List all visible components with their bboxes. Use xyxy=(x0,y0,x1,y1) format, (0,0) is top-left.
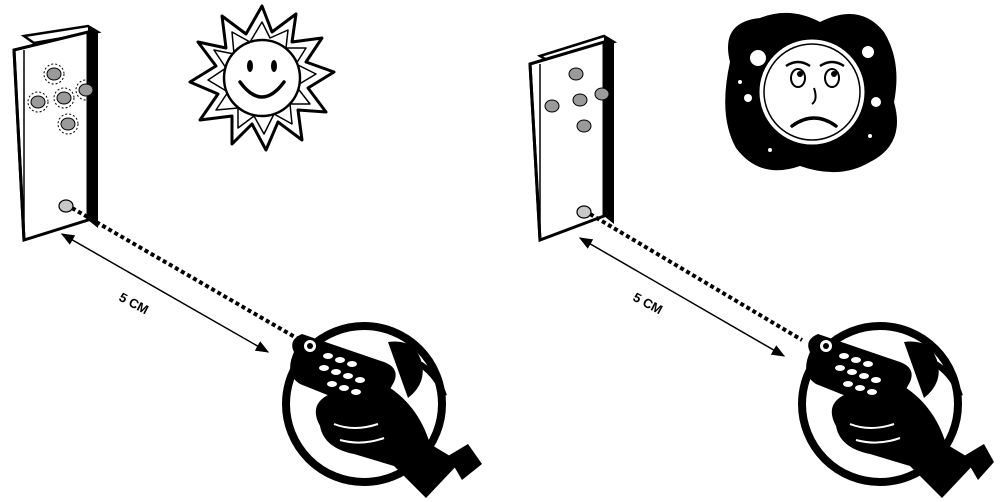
hand-icon xyxy=(282,322,482,498)
left-scene: 5 CM xyxy=(12,4,482,498)
led-cluster-left-lit xyxy=(27,63,97,213)
distance-label-left: 5 CM xyxy=(117,289,151,317)
right-scene: 5 CM xyxy=(528,12,994,498)
remote-hand-left xyxy=(282,322,482,498)
led-off xyxy=(544,99,560,113)
hand-icon xyxy=(798,322,994,498)
led-off xyxy=(568,67,584,81)
distance-arrow-left xyxy=(60,233,270,353)
led-lit xyxy=(57,113,79,135)
ir-beam-left xyxy=(70,206,302,342)
led-off xyxy=(572,93,588,107)
led-off xyxy=(576,119,592,133)
ir-beam-right xyxy=(588,212,804,342)
distance-label-right: 5 CM xyxy=(631,289,665,317)
remote-control-icon xyxy=(806,334,912,410)
led-lit xyxy=(27,91,49,113)
led-lit xyxy=(75,79,97,101)
led-cluster-right-off xyxy=(544,67,610,219)
distance-arrow-right xyxy=(578,237,786,357)
led-off xyxy=(594,87,610,101)
led-board-left xyxy=(12,24,102,243)
sun-icon xyxy=(188,4,336,152)
led-lit xyxy=(43,63,65,85)
led-board-right xyxy=(528,34,618,243)
led-lit xyxy=(53,87,75,109)
remote-control-icon xyxy=(290,334,396,410)
sad-face-icon xyxy=(725,12,897,173)
remote-hand-right xyxy=(798,322,994,498)
ir-receiver xyxy=(58,199,74,213)
ir-receiver xyxy=(576,205,592,219)
